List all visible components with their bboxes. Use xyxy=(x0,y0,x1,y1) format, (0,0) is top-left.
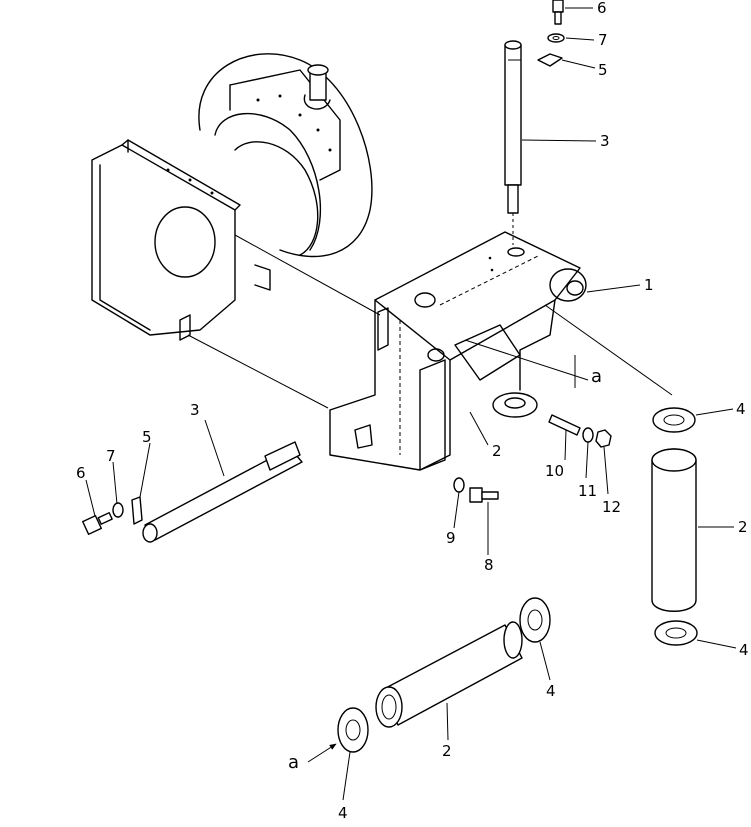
support-bracket xyxy=(329,231,587,471)
right-sleeve-assembly xyxy=(544,304,698,646)
callout-2-right: 2 xyxy=(738,518,748,536)
callout-4-lower-left: 4 xyxy=(338,804,348,822)
callout-2-bracket: 2 xyxy=(492,442,502,460)
horizontal-pin-assembly xyxy=(81,441,303,543)
callout-10: 10 xyxy=(545,462,564,480)
vertical-pin-assembly xyxy=(504,0,565,245)
callout-9: 9 xyxy=(446,529,456,547)
callout-3-top: 3 xyxy=(600,132,610,150)
callout-1: 1 xyxy=(644,276,654,294)
callout-4-right: 4 xyxy=(739,641,749,659)
callout-5-top: 5 xyxy=(598,61,608,79)
callout-2-lower: 2 xyxy=(442,742,452,760)
callout-3-left: 3 xyxy=(190,401,200,419)
callout-7-top: 7 xyxy=(598,31,608,49)
lower-sleeve-assembly xyxy=(337,597,551,753)
callout-11: 11 xyxy=(578,482,597,500)
callout-labels: 6 7 5 3 1 a 4 2 2 4 10 11 12 9 8 3 5 7 6… xyxy=(76,0,749,822)
transmission-housing xyxy=(91,53,381,409)
callout-12: 12 xyxy=(602,498,621,516)
callout-6-left: 6 xyxy=(76,464,86,482)
callout-a-upper: a xyxy=(591,366,602,387)
callout-8: 8 xyxy=(484,556,494,574)
callout-5-left: 5 xyxy=(142,428,152,446)
callout-7-left: 7 xyxy=(106,447,116,465)
callout-6-top: 6 xyxy=(597,0,607,17)
callout-a-lower: a xyxy=(288,752,299,773)
callout-4-upper: 4 xyxy=(736,400,746,418)
callout-4-lower-right: 4 xyxy=(546,682,556,700)
fastener-group xyxy=(453,414,612,503)
leader-lines xyxy=(85,7,737,801)
